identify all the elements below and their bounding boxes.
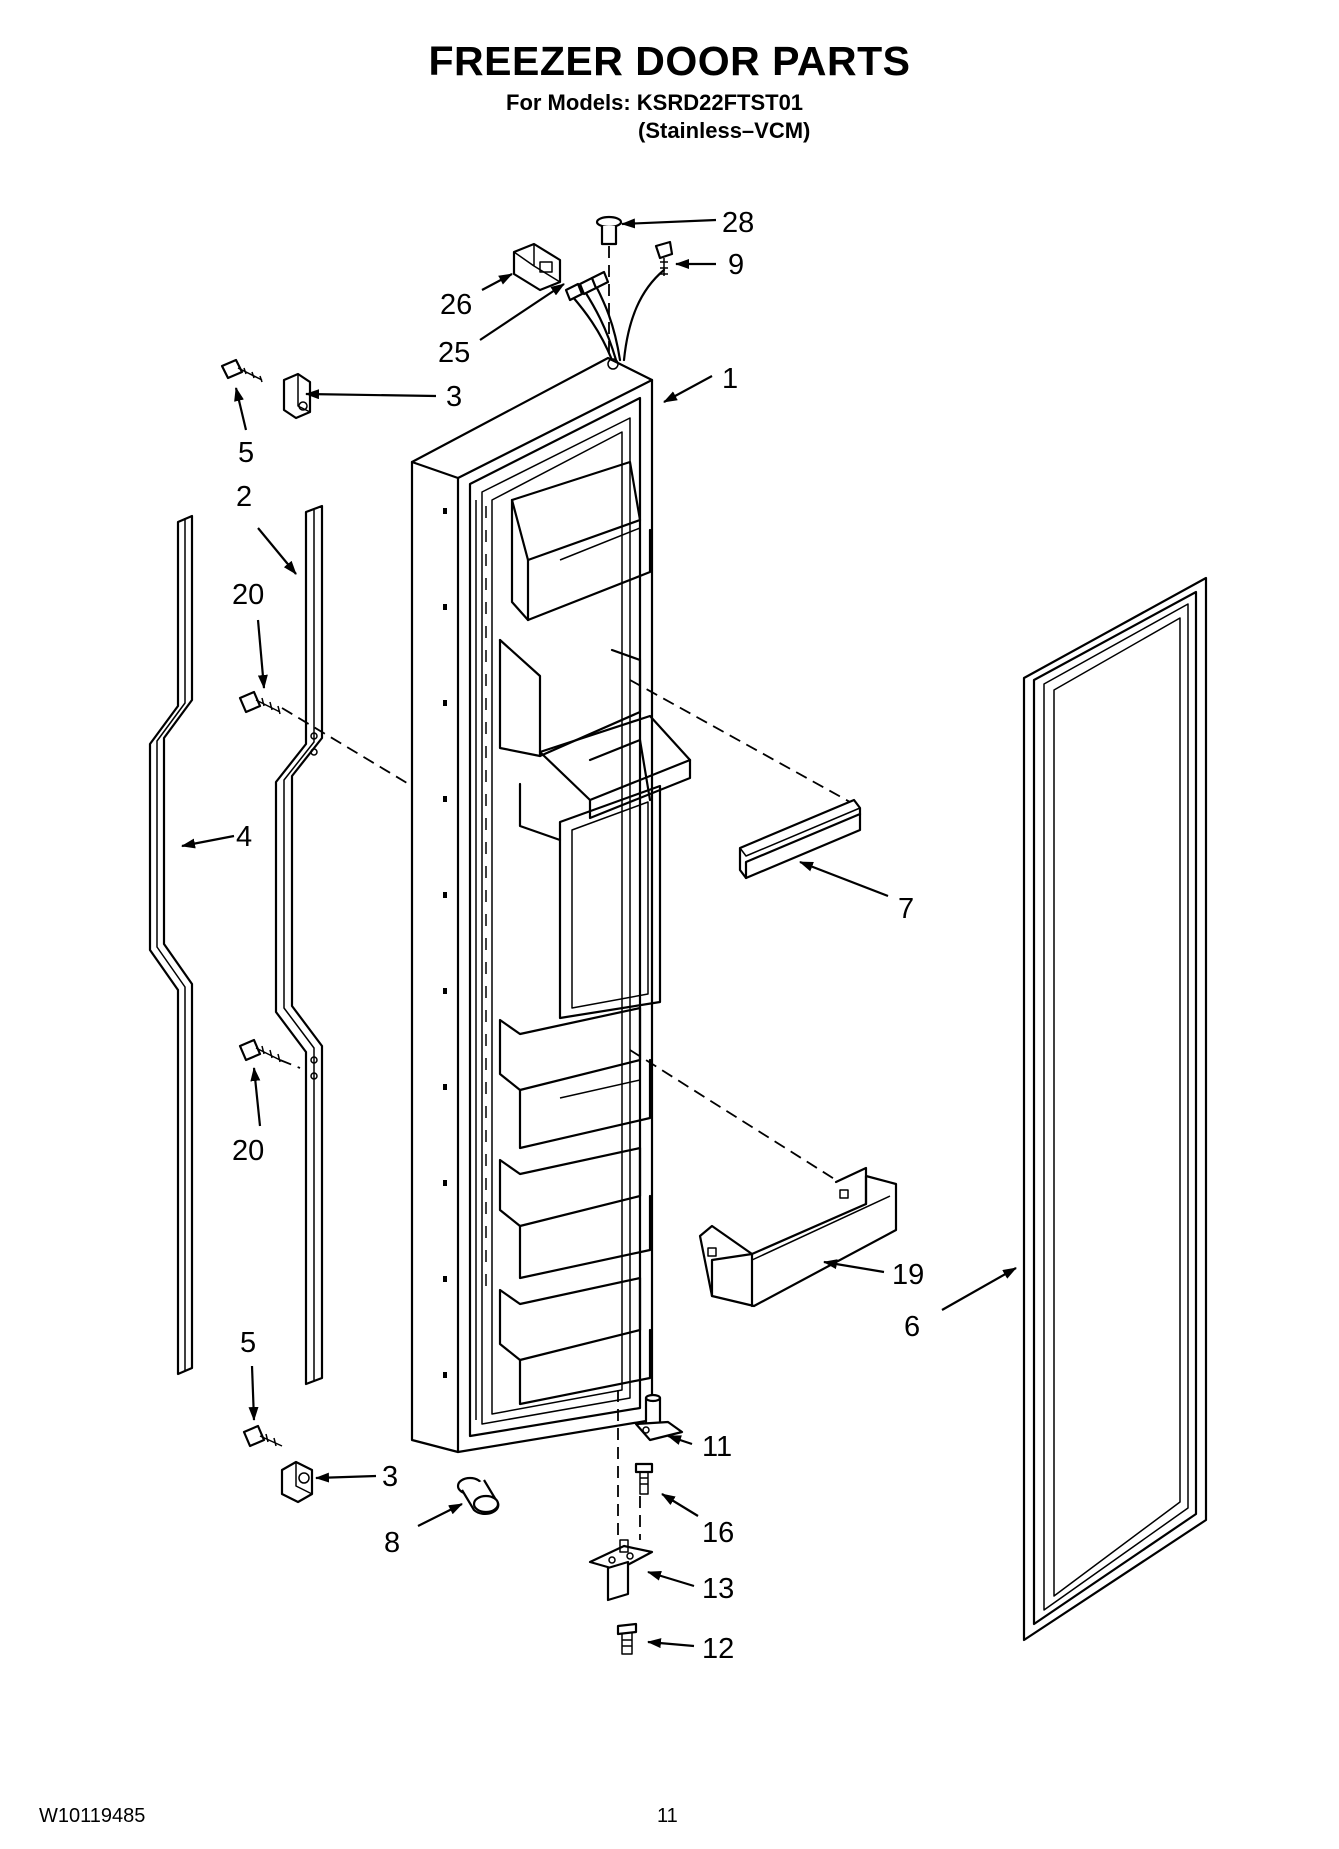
callout-bushing: 8 bbox=[384, 1527, 400, 1559]
screw-9 bbox=[654, 240, 674, 276]
callout-hinge: 13 bbox=[702, 1573, 734, 1605]
callout-screw-16: 16 bbox=[702, 1517, 734, 1549]
lower-shelves bbox=[498, 1006, 652, 1406]
callout-handle-bar: 2 bbox=[236, 481, 252, 513]
bushing bbox=[456, 1476, 500, 1515]
screw-12 bbox=[616, 1622, 638, 1655]
variant-line: (Stainless–VCM) bbox=[638, 118, 811, 143]
screw-5-bottom bbox=[242, 1424, 283, 1448]
freezer-door bbox=[410, 356, 692, 1454]
callout-trim-strip: 4 bbox=[236, 821, 252, 853]
callout-connector: 26 bbox=[440, 289, 472, 321]
screw-20-top bbox=[238, 690, 281, 715]
callout-screw-9: 9 bbox=[728, 249, 744, 281]
callout-arrows bbox=[181, 218, 1017, 1649]
document-number: W10119485 bbox=[39, 1805, 146, 1827]
handle-bar bbox=[274, 504, 324, 1386]
screw-16 bbox=[634, 1462, 654, 1495]
callout-screw-5-bottom: 5 bbox=[240, 1327, 256, 1359]
callout-screw-12: 12 bbox=[702, 1633, 734, 1665]
models-line: For Models: KSRD22FTST01 bbox=[506, 90, 804, 115]
hinge-bracket-bottom bbox=[280, 1460, 314, 1504]
door-gasket bbox=[1022, 576, 1208, 1642]
shelf-bracket bbox=[738, 798, 862, 880]
screw-20-bottom bbox=[238, 1038, 281, 1063]
callout-bin: 19 bbox=[892, 1259, 924, 1291]
page-number: 11 bbox=[657, 1805, 678, 1827]
hinge-bracket-top bbox=[282, 372, 312, 420]
plug bbox=[595, 215, 623, 246]
callout-screw-20-bottom: 20 bbox=[232, 1135, 264, 1167]
page-title: FREEZER DOOR PARTS bbox=[428, 38, 911, 84]
connector bbox=[512, 242, 562, 292]
hinge-pin bbox=[634, 1393, 684, 1442]
callout-hinge-pin: 11 bbox=[702, 1431, 732, 1463]
trim-strip bbox=[148, 514, 194, 1376]
callout-labels: 28 9 26 25 1 3 5 2 20 4 7 20 19 6 5 3 8 … bbox=[232, 207, 924, 1665]
callout-bracket-bottom: 3 bbox=[382, 1461, 398, 1493]
callout-gasket: 6 bbox=[904, 1311, 920, 1343]
callout-bracket-top: 3 bbox=[446, 381, 462, 413]
alignment-lines bbox=[279, 246, 851, 1540]
callout-screw-5-top: 5 bbox=[238, 437, 254, 469]
hinge-plate bbox=[588, 1539, 654, 1602]
callout-wire-harness: 25 bbox=[438, 337, 470, 369]
callout-door: 1 bbox=[722, 363, 738, 395]
callout-shelf-bracket: 7 bbox=[898, 893, 914, 925]
door-bin bbox=[698, 1166, 898, 1308]
callout-screw-20-top: 20 bbox=[232, 579, 264, 611]
screw-5-top bbox=[220, 358, 263, 383]
wire-harness bbox=[564, 268, 666, 362]
callout-plug: 28 bbox=[722, 207, 754, 239]
